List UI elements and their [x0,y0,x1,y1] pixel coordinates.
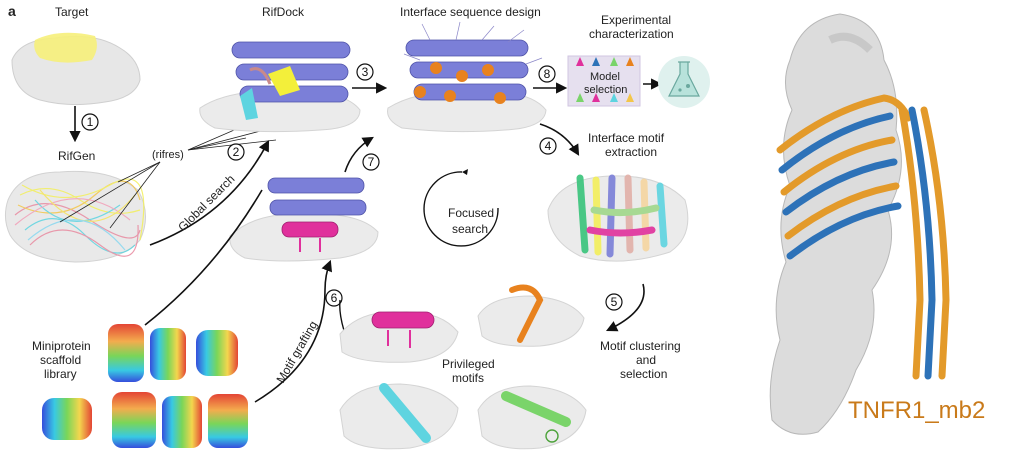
arrow-7 [344,136,374,173]
svg-text:5: 5 [611,295,618,309]
model-label-line1: Model [590,71,620,83]
arrow-2 [149,140,270,246]
step-3-marker: 3 [356,63,374,81]
clustering-label-line2: and [636,353,656,367]
motif-magenta [339,311,459,363]
interface-design-label: Interface sequence design [400,5,541,19]
model-selection-box: Model selection [567,55,641,107]
scaffold-5 [112,392,156,448]
rifgen-label: RifGen [58,149,95,163]
scaffold-4 [42,398,92,440]
model-label-line2: selection [584,84,627,96]
experimental-label-line2: characterization [589,27,674,41]
svg-text:4: 4 [545,139,552,153]
miniprotein-label-line3: library [44,367,77,381]
motif-cyan [339,383,459,450]
cone-markers [576,57,634,102]
clustering-label-line3: selection [620,367,667,381]
svg-text:3: 3 [362,65,369,79]
target-structure [11,32,141,106]
arrow-6 [254,259,333,403]
arrow-5 [605,283,645,332]
svg-text:6: 6 [331,291,338,305]
motif-extraction-structure [547,174,689,262]
privileged-label-line1: Privileged [442,357,495,371]
scaffold-6 [162,396,202,448]
tnfr1-structure [769,13,950,435]
arrow-4 [539,123,580,156]
miniprotein-label-line2: scaffold [40,353,81,367]
step-5-marker: 5 [605,293,623,311]
scaffold-7 [208,394,248,448]
scaffold-library [42,324,248,448]
step-1-marker: 1 [81,113,99,131]
interface-design-structure [387,21,547,133]
svg-text:2: 2 [233,145,240,159]
scaffold-3 [196,330,238,376]
svg-text:7: 7 [368,155,375,169]
target-label: Target [55,5,89,19]
rifdock-structure [199,41,361,133]
clustering-label-line1: Motif clustering [600,339,681,353]
arrow-library-to-search [144,189,263,326]
experimental-label-line1: Experimental [601,13,671,27]
svg-text:1: 1 [87,115,94,129]
interface-motif-label-line2: extraction [605,145,657,159]
rifres-label: (rifres) [152,149,184,161]
panel-letter: a [8,3,16,19]
flask-icon [658,56,710,108]
focused-label-line2: search [452,222,488,236]
motif-orange [477,284,585,347]
miniprotein-label-line1: Miniprotein [32,339,91,353]
interface-motif-label-line1: Interface motif [588,131,665,145]
grafted-structure [229,177,379,262]
focused-loop-arc [423,171,499,247]
svg-text:8: 8 [544,67,551,81]
scaffold-1 [108,324,144,382]
global-search-label: Global search [175,172,237,234]
rifdock-label: RifDock [262,5,305,19]
focused-label-line1: Focused [448,206,494,220]
step-2-marker: 2 [227,143,245,161]
privileged-label-line2: motifs [452,371,484,385]
step-6-marker: 6 [325,289,343,307]
tnfr1-label: TNFR1_mb2 [848,397,985,424]
scaffold-2 [150,328,186,380]
step-8-marker: 8 [538,65,556,83]
motif-grafting-label: Motif grafting [273,318,320,385]
step-7-marker: 7 [362,153,380,171]
step-4-marker: 4 [539,137,557,155]
motif-green [477,385,587,450]
rifgen-structure [4,170,146,263]
